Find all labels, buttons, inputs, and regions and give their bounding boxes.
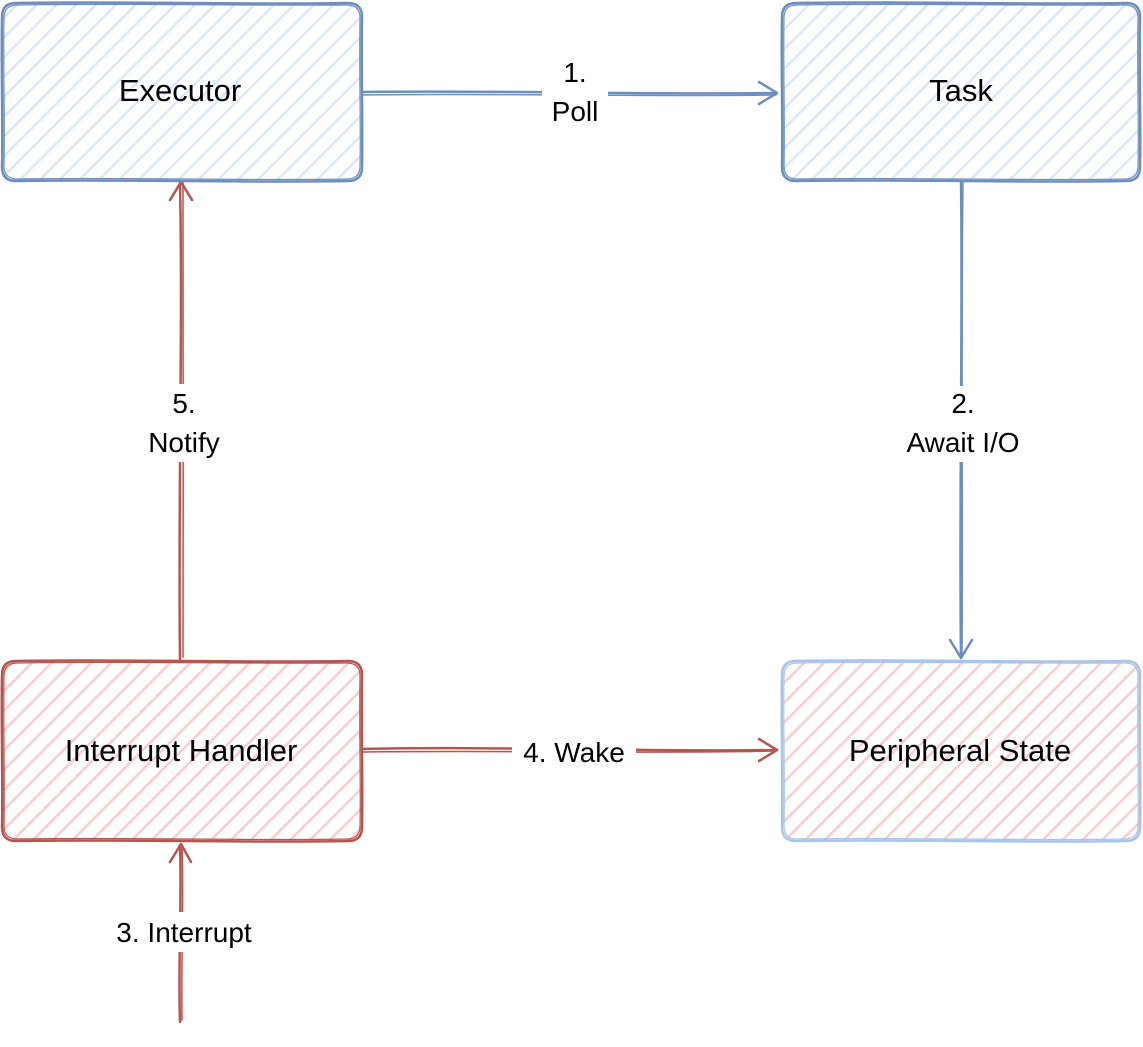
edge-notify[interactable]: 5. Notify [136,180,232,661]
node-executor[interactable]: Executor [0,1,364,183]
poll-arrowhead-icon [757,80,779,106]
notify-label: Notify [148,427,220,458]
poll-step-label: 1. [563,57,586,88]
interrupt-handler-label: Interrupt Handler [65,733,298,768]
executor-label: Executor [119,73,241,108]
edge-poll[interactable]: 1. Poll [360,56,779,128]
wake-arrowhead-icon [757,737,779,763]
peripheral-state-label: Peripheral State [849,733,1071,768]
node-peripheral-state[interactable]: Peripheral State [780,659,1142,843]
interrupt-label: 3. Interrupt [116,917,252,948]
edge-await-io[interactable]: 2. Await I/O [893,180,1035,660]
await-io-step-label: 2. [951,388,974,419]
await-io-label: Await I/O [906,427,1019,458]
edge-wake[interactable]: 4. Wake [360,734,779,770]
edge-interrupt[interactable]: 3. Interrupt [100,842,270,1024]
task-label: Task [929,73,993,108]
await-io-arrowhead-icon [948,638,974,660]
wake-label: 4. Wake [523,737,625,768]
node-task[interactable]: Task [780,1,1142,183]
interrupt-arrowhead-icon [168,842,193,864]
notify-step-label: 5. [172,388,195,419]
poll-label: Poll [552,96,599,127]
node-interrupt-handler[interactable]: Interrupt Handler [0,659,364,843]
